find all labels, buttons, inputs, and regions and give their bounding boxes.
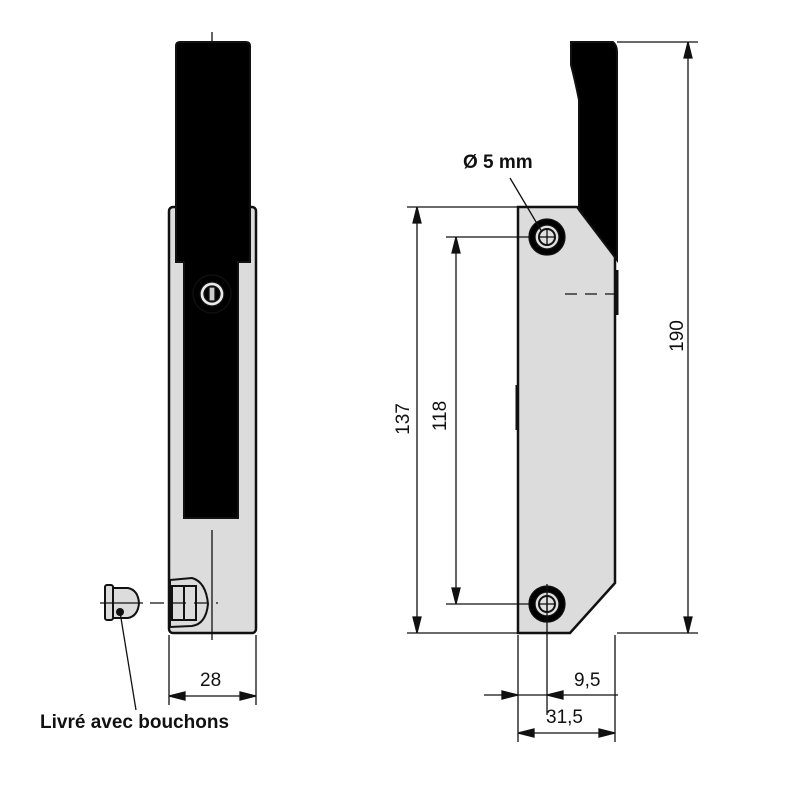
plugs-caption: Livré avec bouchons bbox=[40, 712, 230, 733]
body-height-label: 137 bbox=[392, 403, 414, 435]
side-handle bbox=[570, 41, 618, 263]
width-dimension-label: 28 bbox=[200, 670, 222, 691]
hole-spacing-label: 118 bbox=[430, 400, 452, 432]
hole-offset-label: 9,5 bbox=[574, 670, 601, 691]
hole-diameter-label: Ø 5 mm bbox=[463, 152, 533, 173]
total-height-label: 190 bbox=[666, 320, 688, 352]
depth-label: 31,5 bbox=[546, 707, 583, 728]
side-view bbox=[407, 41, 698, 742]
front-view bbox=[100, 32, 258, 711]
front-screw-icon bbox=[192, 274, 232, 314]
side-body bbox=[516, 205, 617, 635]
top-screw-icon bbox=[528, 218, 566, 256]
